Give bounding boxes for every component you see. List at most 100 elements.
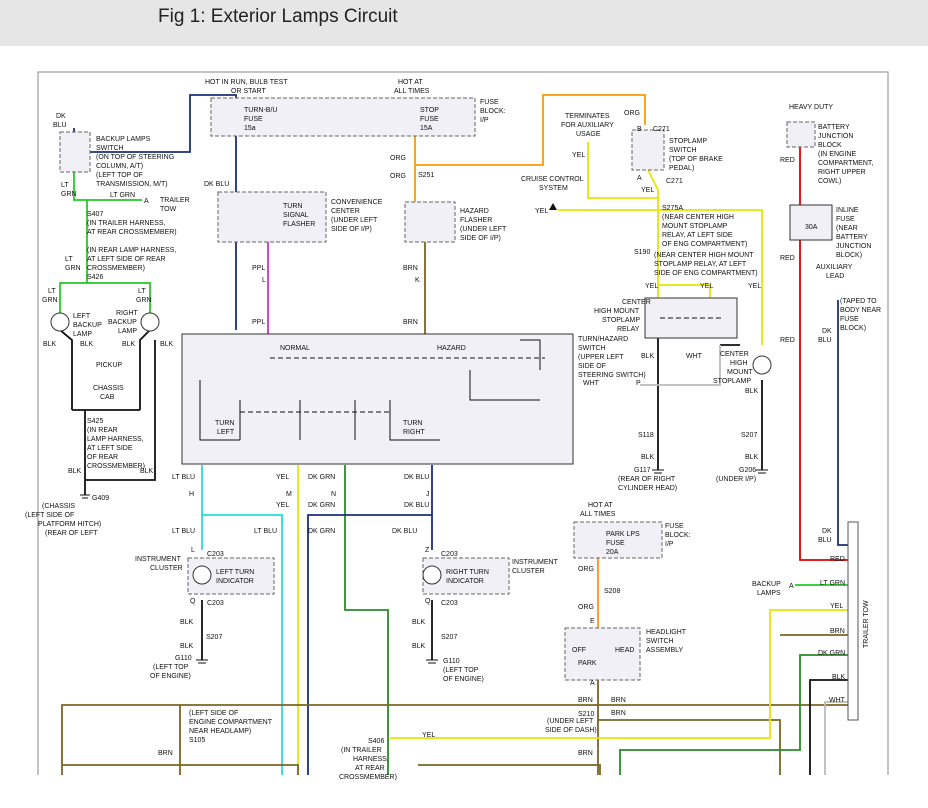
conv-center-l2: CENTER (331, 208, 360, 215)
bjb-l1: BATTERY (818, 124, 850, 131)
wire-brn-g: BRN (158, 750, 173, 757)
stop-fuse-label: STOP (420, 107, 439, 114)
s425-desc2: LAMP HARNESS, (87, 436, 144, 443)
wire-blk-backup-ground (59, 329, 156, 495)
wire-red-a: RED (780, 157, 795, 164)
c203-d: C203 (441, 600, 458, 607)
wire-dk-b: DK (822, 528, 832, 535)
fuse-block-label2: BLOCK: (480, 108, 506, 115)
left-backup-lamp-icon (50, 312, 70, 332)
trailer-tow-l2: TOW (160, 206, 177, 213)
switch-turn-left2: LEFT (217, 429, 235, 436)
switch-hazard: HAZARD (437, 345, 466, 352)
harness-desc3: CROSSMEMBER) (87, 265, 145, 272)
g117-desc2: CYLINDER HEAD) (618, 485, 677, 492)
s275a-desc2: MOUNT STOPLAMP (662, 223, 728, 230)
backup-switch-l2: SWITCH (96, 145, 124, 152)
s425-desc1: (IN REAR (87, 427, 118, 434)
wire-dkgrn-d: DK GRN (818, 650, 845, 657)
chms-l1: CENTER (720, 351, 749, 358)
turn-flasher-l3: FLASHER (283, 221, 315, 228)
bjb-l2: JUNCTION (818, 133, 853, 140)
park-fuse1: PARK LPS (606, 531, 640, 538)
aux-lead-l2: LEAD (826, 273, 844, 280)
s426-label: S426 (87, 274, 103, 281)
park-hot1: HOT AT (588, 502, 613, 509)
cruise-l1: CRUISE CONTROL (521, 176, 584, 183)
wire-wht-trailer (824, 701, 848, 775)
aux-l1: TERMINATES (565, 113, 610, 120)
g110-b-d2: OF ENGINE) (443, 676, 484, 683)
c203-b: C203 (207, 600, 224, 607)
harness-desc2: AT LEFT SIDE OF REAR (87, 256, 166, 263)
turn-flasher-l1: TURN (283, 203, 302, 210)
turn-hazard-switch-box (181, 333, 574, 465)
taped-l1: (TAPED TO (840, 298, 877, 305)
fuse-amp: 30A (805, 224, 818, 231)
wire-dk-blu-right (307, 465, 433, 775)
s210-desc2: SIDE OF DASH) (545, 727, 597, 734)
g206-label: G206 (739, 467, 756, 474)
trailer-backup2: LAMPS (757, 590, 781, 597)
s190-desc3: SIDE OF ENG COMPARTMENT) (654, 270, 758, 277)
ground-symbols (80, 469, 768, 664)
switch-desc5: STEERING SWITCH) (578, 372, 646, 379)
chms-l3: MOUNT (727, 369, 753, 376)
wire-ppl-a: PPL (252, 265, 265, 272)
fuse-block-box (210, 97, 476, 137)
wire-grn-label-c: GRN (42, 297, 58, 304)
g110-a-d1: (LEFT TOP (153, 664, 189, 671)
turn-fuse-label2: FUSE (244, 116, 263, 123)
trailer-tow-connector (847, 521, 859, 721)
wire-k-label: K (415, 277, 420, 284)
ind-z: Z (425, 547, 430, 554)
wire-dkgrn-a: DK GRN (308, 474, 335, 481)
g409-desc4: (REAR OF LEFT (45, 530, 98, 537)
wire-blk-g: BLK (641, 353, 655, 360)
wire-m-label: M (286, 491, 292, 498)
s407-desc2: AT REAR CROSSMEMBER) (87, 229, 177, 236)
left-indicator-box (187, 557, 275, 595)
conv-center-l3: (UNDER LEFT (331, 217, 378, 224)
trailer-tow-a: A (144, 198, 149, 205)
inline-fuse-box (789, 204, 833, 241)
aux-l3: USAGE (576, 131, 601, 138)
cluster-right-l2: CLUSTER (512, 568, 545, 575)
stoplamp-sw3: (TOP OF BRAKE (669, 156, 723, 163)
g117-label: G117 (634, 467, 651, 474)
stoplamp-switch-box (631, 129, 665, 171)
wire-dk-a: DK (822, 328, 832, 335)
wire-yel-c: YEL (535, 208, 548, 215)
wire-blk-h: BLK (745, 388, 759, 395)
wire-brn-park (61, 680, 848, 775)
s105-desc1: (LEFT SIDE OF (189, 710, 238, 717)
wire-blk-l: BLK (180, 643, 194, 650)
g409-label: G409 (92, 495, 109, 502)
hs-l2: SWITCH (646, 638, 674, 645)
s105-desc3: NEAR HEADLAMP) (189, 728, 251, 735)
taped-l2: BODY NEAR (840, 307, 881, 314)
wire-org-a: ORG (390, 155, 406, 162)
hazard-flasher-box (404, 201, 456, 243)
wire-dkgrn-trailer (619, 654, 848, 775)
s406-desc1: (IN TRAILER (341, 747, 382, 754)
hot-all-label2: ALL TIMES (394, 88, 430, 95)
wire-yel-j: YEL (830, 603, 843, 610)
s406-desc3: AT REAR (355, 765, 385, 772)
chms-l2: HIGH (730, 360, 748, 367)
wire-dk-grn (344, 465, 389, 775)
c271-label: C271 (653, 126, 670, 133)
wire-grn-label-d: GRN (136, 297, 152, 304)
left-ind-l1: LEFT TURN (216, 569, 254, 576)
wire-dkblu-c: DK BLU (404, 502, 429, 509)
wire-blk-trailer (809, 679, 848, 775)
switch-turn-left: TURN (215, 420, 234, 427)
s406-desc4: CROSSMEMBER) (339, 774, 397, 781)
park-e: E (590, 618, 595, 625)
s407-desc1: (IN TRAILER HARNESS, (87, 220, 165, 227)
park-park: PARK (578, 660, 597, 667)
wire-lt-label-c: LT (48, 288, 56, 295)
wire-brn-b: BRN (403, 319, 418, 326)
switch-desc2: SWITCH (578, 345, 606, 352)
